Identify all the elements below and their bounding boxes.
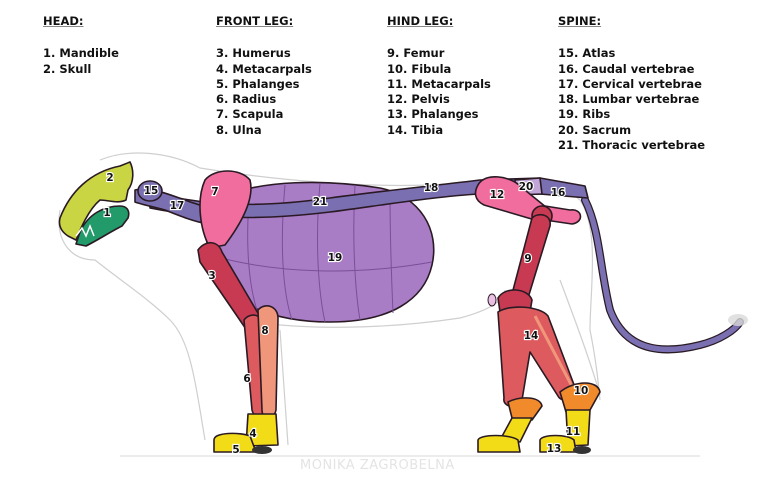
label-21: 21 [313, 196, 328, 208]
label-7: 7 [211, 186, 218, 198]
label-5: 5 [232, 444, 239, 456]
mandible-bone [75, 205, 130, 247]
legend-item-tibia: 14. Tibia [387, 122, 444, 137]
legend-item-radius: 6. Radius [216, 92, 277, 107]
legend-item-thoracic-vertebrae: 21. Thoracic vertebrae [558, 138, 706, 153]
legend-item-skull: 2. Skull [43, 61, 92, 76]
legend-head-heading: HEAD: [43, 14, 84, 28]
label-18: 18 [424, 182, 439, 194]
legend-item-mandible: 1. Mandible [43, 46, 119, 61]
scapula-bone [199, 170, 252, 249]
legend-spine: SPINE: 15. Atlas 16. Caudal vertebrae 17… [558, 14, 705, 153]
legend-item-sacrum: 20. Sacrum [558, 122, 632, 137]
label-13: 13 [547, 443, 562, 455]
legend-item-lumbar-vertebrae: 18. Lumbar vertebrae [558, 92, 700, 107]
hind-metacarpals-bone [565, 409, 591, 447]
hind-ankle-bone [559, 382, 601, 413]
legend-item-phalanges: 5. Phalanges [216, 76, 300, 91]
legend-front-leg: FRONT LEG: 3. Humerus 4. Metacarpals 5. … [216, 14, 312, 138]
label-3: 3 [208, 270, 215, 282]
caudal-vertebrae-tail [582, 197, 743, 353]
bone-number-labels: 1 2 3 4 5 6 7 8 9 10 11 12 13 14 15 16 1… [102, 171, 589, 457]
label-8: 8 [261, 325, 268, 337]
ulna-bone [257, 305, 279, 419]
legend-item-cervical-vertebrae: 17. Cervical vertebrae [558, 76, 702, 91]
label-12: 12 [490, 189, 505, 201]
legend-item-ribs: 19. Ribs [558, 107, 611, 122]
legend-front-leg-heading: FRONT LEG: [216, 14, 294, 28]
skull-bone [58, 161, 134, 241]
label-14: 14 [524, 330, 539, 342]
legend-hind-leg-heading: HIND LEG: [387, 14, 454, 28]
label-20: 20 [519, 181, 534, 193]
legend-item-hind-metacarpals: 11. Metacarpals [387, 76, 491, 91]
fibula-bone [533, 315, 577, 393]
front-paw-pad [252, 446, 272, 454]
label-10: 10 [574, 385, 589, 397]
watermark: MONIKA ZAGROBELNA [300, 458, 455, 473]
legend-item-fibula: 10. Fibula [387, 61, 452, 76]
label-17: 17 [170, 200, 185, 212]
hind-phalanges-left [477, 434, 521, 453]
legend-item-metacarpals: 4. Metacarpals [216, 61, 312, 76]
tail-tuft [728, 314, 748, 326]
label-2: 2 [106, 172, 113, 184]
legend-item-humerus: 3. Humerus [216, 46, 291, 61]
hind-ankle-left [507, 397, 543, 421]
label-9: 9 [524, 253, 531, 265]
teeth [75, 223, 95, 238]
legend-item-atlas: 15. Atlas [558, 46, 616, 61]
label-15: 15 [144, 185, 159, 197]
patella-bone [487, 293, 497, 307]
legend-item-caudal-vertebrae: 16. Caudal vertebrae [558, 61, 695, 76]
label-1: 1 [103, 207, 110, 219]
label-11: 11 [566, 426, 581, 438]
label-16: 16 [551, 187, 566, 199]
legend-item-ulna: 8. Ulna [216, 122, 262, 137]
label-19: 19 [328, 252, 343, 264]
atlas-bone [137, 180, 163, 202]
legend-item-pelvis: 12. Pelvis [387, 92, 450, 107]
legend-head: HEAD: 1. Mandible 2. Skull [43, 14, 119, 77]
legend-spine-heading: SPINE: [558, 14, 602, 28]
legend-item-scapula: 7. Scapula [216, 107, 284, 122]
label-4: 4 [249, 428, 256, 440]
label-6: 6 [243, 373, 250, 385]
hind-paw-pad [573, 446, 591, 454]
tail-outline [581, 196, 744, 354]
ischium-bone [544, 205, 582, 225]
legend-item-hind-phalanges: 13. Phalanges [387, 107, 479, 122]
legend-item-femur: 9. Femur [387, 46, 445, 61]
legend-hind-leg: HIND LEG: 9. Femur 10. Fibula 11. Metaca… [387, 14, 491, 138]
